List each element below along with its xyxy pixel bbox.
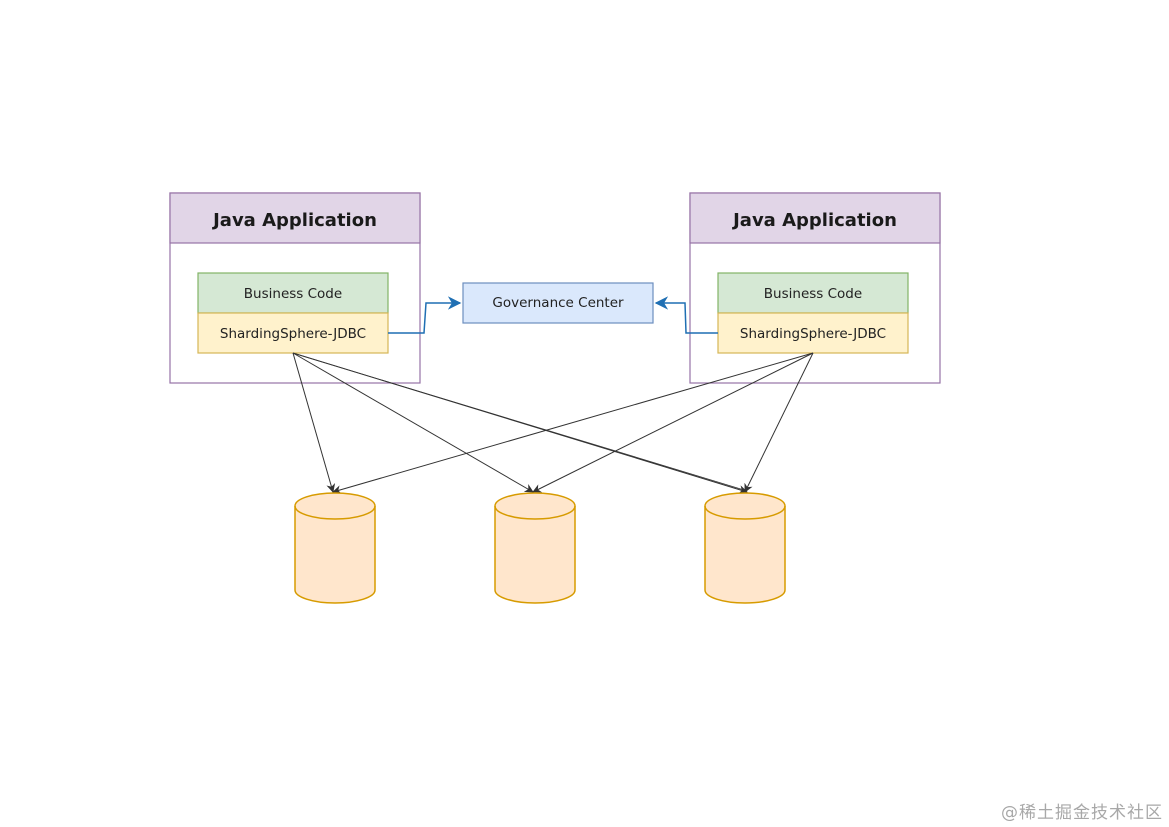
edge-left-jdbc-to-governance (388, 296, 462, 334)
jdbc-label: ShardingSphere-JDBC (220, 326, 366, 342)
edge-left-to-db3-b (295, 353, 745, 491)
java-application-right: Java Application Business Code ShardingS… (689, 192, 941, 384)
database-2 (494, 492, 576, 604)
business-code-box (717, 272, 909, 314)
governance-center-box (462, 282, 654, 324)
jdbc-box (197, 312, 389, 354)
governance-center: Governance Center (462, 282, 654, 324)
database-icon (294, 492, 376, 604)
edge-right-jdbc-to-governance (654, 296, 718, 334)
governance-center-label: Governance Center (492, 295, 624, 311)
database-3 (704, 492, 786, 604)
edge-right-to-db2 (532, 352, 814, 493)
database-rim (494, 505, 576, 520)
java-application-left: Java Application Business Code ShardingS… (169, 192, 421, 384)
edges-to-databases (292, 352, 814, 495)
database-icon (704, 492, 786, 604)
database-rim (294, 505, 376, 520)
business-code-box (197, 272, 389, 314)
app-title: Java Application (211, 210, 377, 231)
edge-left-to-db1 (292, 352, 336, 493)
business-code-label: Business Code (764, 286, 862, 302)
app-header (169, 192, 421, 244)
jdbc-box (717, 312, 909, 354)
edge-right-to-db1 (332, 352, 814, 495)
jdbc-label: ShardingSphere-JDBC (740, 326, 886, 342)
app-title: Java Application (731, 210, 897, 231)
business-code-label: Business Code (244, 286, 342, 302)
edge-right-to-db3 (744, 352, 814, 493)
database-rim (704, 505, 786, 520)
app-header (689, 192, 941, 244)
watermark: @稀土掘金技术社区 (1001, 803, 1163, 823)
database-1 (294, 492, 376, 604)
database-icon (494, 492, 576, 604)
edge-left-to-db2 (292, 352, 534, 493)
